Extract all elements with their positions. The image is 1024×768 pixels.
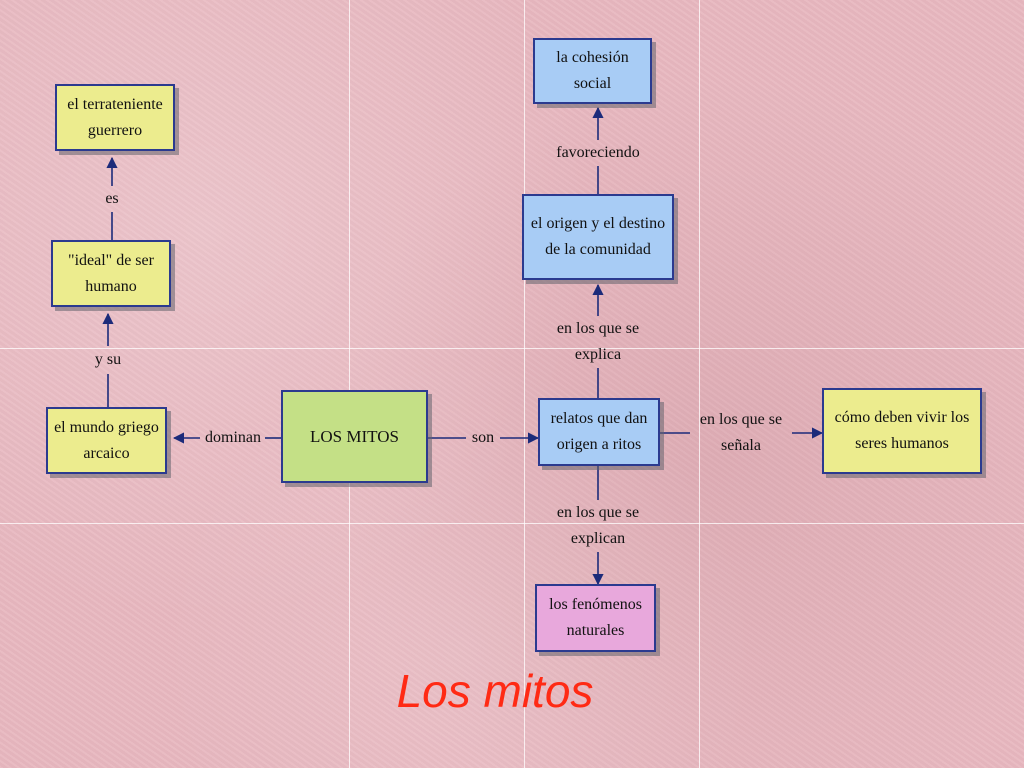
link-label-en-los-que-se-explica: en los que se explica <box>556 320 640 363</box>
node-relatos: relatos que dan origen a ritos <box>538 398 660 466</box>
link-label-en-los-que-se-senala: en los que se señala <box>699 411 783 454</box>
node-cohesion-social: la cohesión social <box>533 38 652 104</box>
grid-line <box>349 0 350 768</box>
link-label-y-su: y su <box>94 351 122 368</box>
node-los-mitos: LOS MITOS <box>281 390 428 483</box>
node-fenomenos-naturales: los fenómenos naturales <box>535 584 656 652</box>
grid-line <box>0 348 1024 349</box>
node-como-deben-vivir: cómo deben vivir los seres humanos <box>822 388 982 474</box>
link-label-dominan: dominan <box>205 429 261 446</box>
link-label-es: es <box>105 190 119 207</box>
node-origen-destino: el origen y el destino de la comunidad <box>522 194 674 280</box>
slide-title: Los mitos <box>396 665 594 717</box>
node-terrateniente-guerrero: el terrateniente guerrero <box>55 84 175 151</box>
node-ideal-ser-humano: "ideal" de ser humano <box>51 240 171 307</box>
link-label-son: son <box>471 429 495 446</box>
grid-line <box>0 523 1024 524</box>
link-label-favoreciendo: favoreciendo <box>556 144 640 161</box>
grid-line <box>699 0 700 768</box>
node-mundo-griego: el mundo griego arcaico <box>46 407 167 474</box>
grid-line <box>524 0 525 768</box>
link-label-en-los-que-se-explican: en los que se explican <box>556 504 640 547</box>
